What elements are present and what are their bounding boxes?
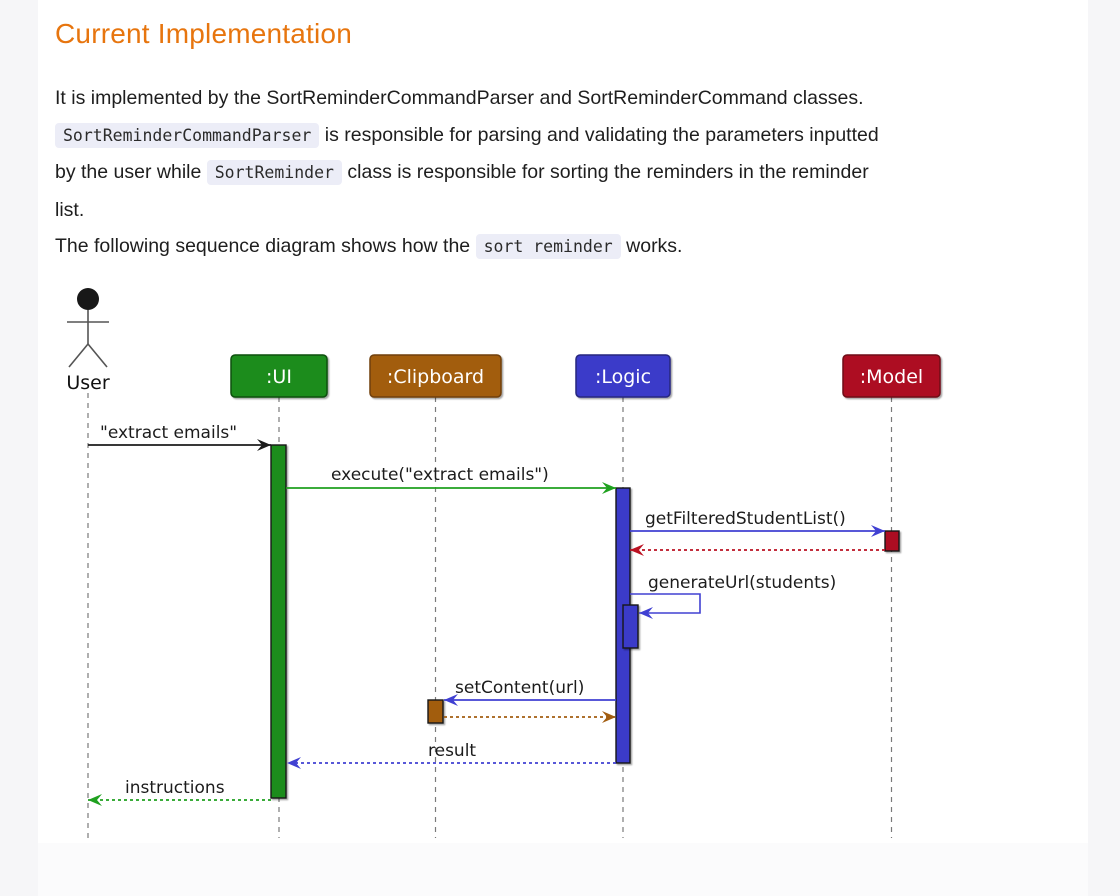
participant-box-ui [230, 354, 328, 398]
msg-extract-emails-arrowhead [257, 439, 271, 451]
logic-nested-activation [622, 604, 639, 649]
text-run: class is responsible for sorting the rem… [341, 161, 869, 183]
participant-label-logic: :Logic [595, 366, 651, 388]
actor-head-icon [77, 288, 99, 310]
msg-set-content-label: setContent(url) [455, 678, 584, 698]
clipboard-activation [427, 699, 444, 724]
actor-label: User [66, 372, 109, 394]
actor-leg-left-icon [68, 343, 89, 368]
participant-box-model [842, 354, 941, 398]
intro-paragraph: It is implemented by the SortReminderCom… [55, 80, 1070, 266]
participant-box-clipboard [369, 354, 502, 398]
msg-get-filtered-arrowhead [871, 525, 885, 537]
msg-model-return-arrowhead [630, 544, 644, 556]
msg-result-label: result [428, 741, 476, 761]
actor-leg-right-icon [87, 343, 108, 368]
msg-execute-arrowhead [602, 482, 616, 494]
msg-result-arrowhead [287, 757, 301, 769]
inline-code: SortReminder [206, 160, 342, 185]
text-run: is responsible for parsing and validatin… [319, 123, 879, 146]
text-run: The following sequence diagram shows how… [55, 235, 476, 257]
msg-generate-url-line [630, 593, 701, 614]
text-run: works. [620, 235, 683, 257]
model-activation [884, 530, 900, 552]
text-run: by the user while [55, 161, 207, 183]
sequence-diagram-svg: User :UI :Clipboard :Logic :Model "extract em… [66, 288, 941, 838]
msg-generate-url-label: generateUrl(students) [648, 573, 836, 593]
page-title: Current Implementation [55, 18, 352, 49]
msg-extract-emails-label: "extract emails" [100, 423, 237, 443]
text-run: list. [55, 198, 85, 221]
msg-clipboard-return-arrowhead [602, 711, 616, 723]
msg-generate-url-arrowhead [639, 607, 653, 619]
participant-box-logic [575, 354, 671, 398]
sequence-diagram: User :UI :Clipboard :Logic :Model "extract em… [55, 277, 945, 843]
msg-execute-label: execute("extract emails") [331, 465, 549, 485]
msg-set-content-arrowhead [444, 694, 458, 706]
msg-get-filtered-label: getFilteredStudentList() [645, 509, 846, 529]
participant-label-model: :Model [860, 366, 923, 388]
text-run: It is implemented by the SortReminderCom… [55, 87, 864, 109]
participant-label-ui: :UI [266, 366, 292, 388]
right-gutter [1088, 0, 1120, 896]
msg-instructions-arrowhead [88, 794, 102, 806]
participant-label-clipboard: :Clipboard [387, 366, 484, 388]
inline-code: SortReminderCommandParser [55, 122, 320, 148]
inline-code: sort reminder [475, 234, 621, 259]
ui-activation [270, 444, 287, 799]
left-gutter [0, 0, 38, 896]
bottom-strip [38, 843, 1088, 896]
msg-instructions-label: instructions [125, 778, 225, 798]
